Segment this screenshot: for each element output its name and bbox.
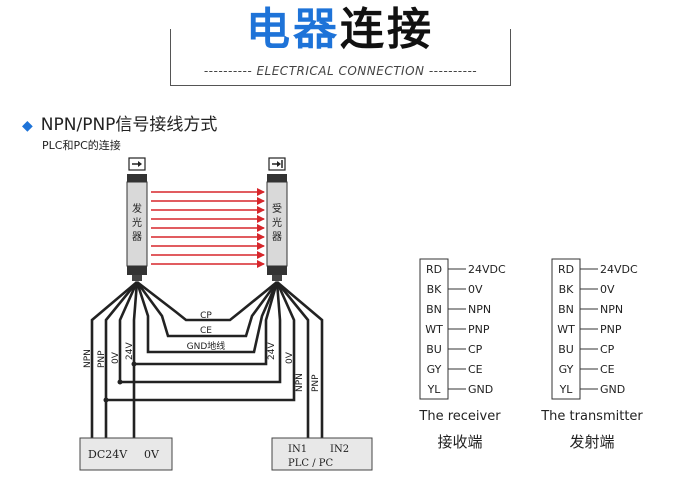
cable-label-right-24v: 24V — [267, 342, 277, 360]
pin-code: WT — [425, 323, 443, 336]
section-subheading: PLC和PC的连接 — [42, 139, 121, 152]
plc-in2: IN2 — [330, 444, 349, 455]
pin-signal: NPN — [600, 303, 623, 316]
receiver-wires — [106, 281, 324, 440]
title-part-2: 连接 — [340, 4, 434, 55]
pin-code: RD — [558, 263, 574, 276]
cable-label-right-0v: 0V — [285, 351, 295, 364]
pin-code: BU — [426, 343, 442, 356]
pin-table: RD 24VDC BK 0V BN NPN WT PNP BU CP GY CE YL GND The tr… — [540, 258, 643, 451]
pin-code: BN — [426, 303, 442, 316]
section-heading-text: NPN/PNP信号接线方式 — [40, 115, 218, 135]
header: 电器连接 ---------- ELECTRICAL CONNECTION --… — [0, 0, 680, 95]
pin-code: YL — [559, 383, 574, 396]
emitter-unit: 发 光 器 — [126, 174, 148, 281]
pin-table-caption-en: The receiver — [418, 409, 501, 424]
pin-signal: NPN — [468, 303, 491, 316]
cable-label-right-pnp: PNP — [311, 374, 321, 392]
cable-label-gnd: GND地线 — [187, 340, 226, 352]
receiver-label-2: 光 — [272, 216, 282, 229]
pin-code: YL — [427, 383, 442, 396]
cable-label-left-24v: 24V — [125, 342, 135, 360]
emitter-label-1: 发 — [132, 202, 142, 215]
junction-dot — [103, 397, 109, 403]
pin-signal: 24VDC — [600, 263, 638, 276]
pin-code: WT — [557, 323, 575, 336]
pin-table: RD 24VDC BK 0V BN NPN WT PNP BU CP GY CE YL GND The re… — [418, 258, 506, 451]
plc-label: PLC / PC — [288, 458, 333, 469]
junction-dot — [117, 379, 123, 385]
pin-code: BK — [559, 283, 575, 296]
page-subtitle: ---------- ELECTRICAL CONNECTION -------… — [203, 64, 478, 78]
pin-signal: CE — [600, 363, 615, 376]
cable-label-left-0v: 0V — [111, 351, 121, 364]
pin-code: BN — [558, 303, 574, 316]
pin-signal: CE — [468, 363, 483, 376]
pin-table-caption-en: The transmitter — [540, 409, 643, 424]
pin-signal: CP — [468, 343, 483, 356]
pin-code: GY — [559, 363, 574, 376]
emitter-label-3: 器 — [132, 231, 142, 243]
junction-dot — [131, 361, 137, 367]
cable-label-left-npn: NPN — [83, 349, 93, 368]
power-dc24v: DC24V — [88, 448, 128, 461]
pin-code: RD — [426, 263, 442, 276]
plc-in1: IN1 — [288, 444, 307, 455]
receiver-unit: 受 光 器 — [266, 174, 288, 281]
page-title: 电器连接 — [224, 4, 456, 56]
cable-label-left-pnp: PNP — [97, 350, 107, 368]
pin-table-caption-cn: 接收端 — [437, 433, 482, 451]
title-part-1: 电器 — [246, 4, 340, 55]
diamond-icon: ◆ — [22, 118, 33, 134]
pin-signal: PNP — [600, 323, 622, 336]
receiver-symbol-icon — [268, 157, 286, 171]
emitter-label-2: 光 — [132, 216, 142, 229]
pin-signal: GND — [468, 383, 493, 396]
receiver-label-3: 器 — [272, 231, 282, 243]
pin-table-frame — [551, 258, 581, 400]
pin-signal: 0V — [468, 283, 483, 296]
pin-signal: 24VDC — [468, 263, 506, 276]
light-beams — [151, 188, 265, 268]
emitter-symbol-icon — [128, 157, 146, 171]
plc-box: IN1 IN2 PLC / PC — [271, 437, 373, 471]
power-0v: 0V — [144, 448, 160, 461]
pin-code: BK — [427, 283, 443, 296]
pin-tables: RD 24VDC BK 0V BN NPN WT PNP BU CP GY CE YL GND The re… — [418, 258, 643, 451]
cable-label-ce: CE — [200, 326, 212, 336]
cable-label-cp: CP — [200, 311, 212, 321]
pin-signal: CP — [600, 343, 615, 356]
pin-code: BU — [558, 343, 574, 356]
pin-table-frame — [419, 258, 449, 400]
receiver-label-1: 受 — [272, 203, 282, 215]
cable-label-right-npn: NPN — [295, 373, 305, 392]
pin-signal: PNP — [468, 323, 490, 336]
pin-signal: 0V — [600, 283, 615, 296]
title-frame — [170, 29, 511, 86]
pin-table-caption-cn: 发射端 — [569, 433, 614, 451]
pin-code: GY — [427, 363, 442, 376]
section-heading: ◆ NPN/PNP信号接线方式 — [22, 110, 217, 135]
pin-signal: GND — [600, 383, 625, 396]
power-supply-box: DC24V 0V — [79, 437, 173, 471]
